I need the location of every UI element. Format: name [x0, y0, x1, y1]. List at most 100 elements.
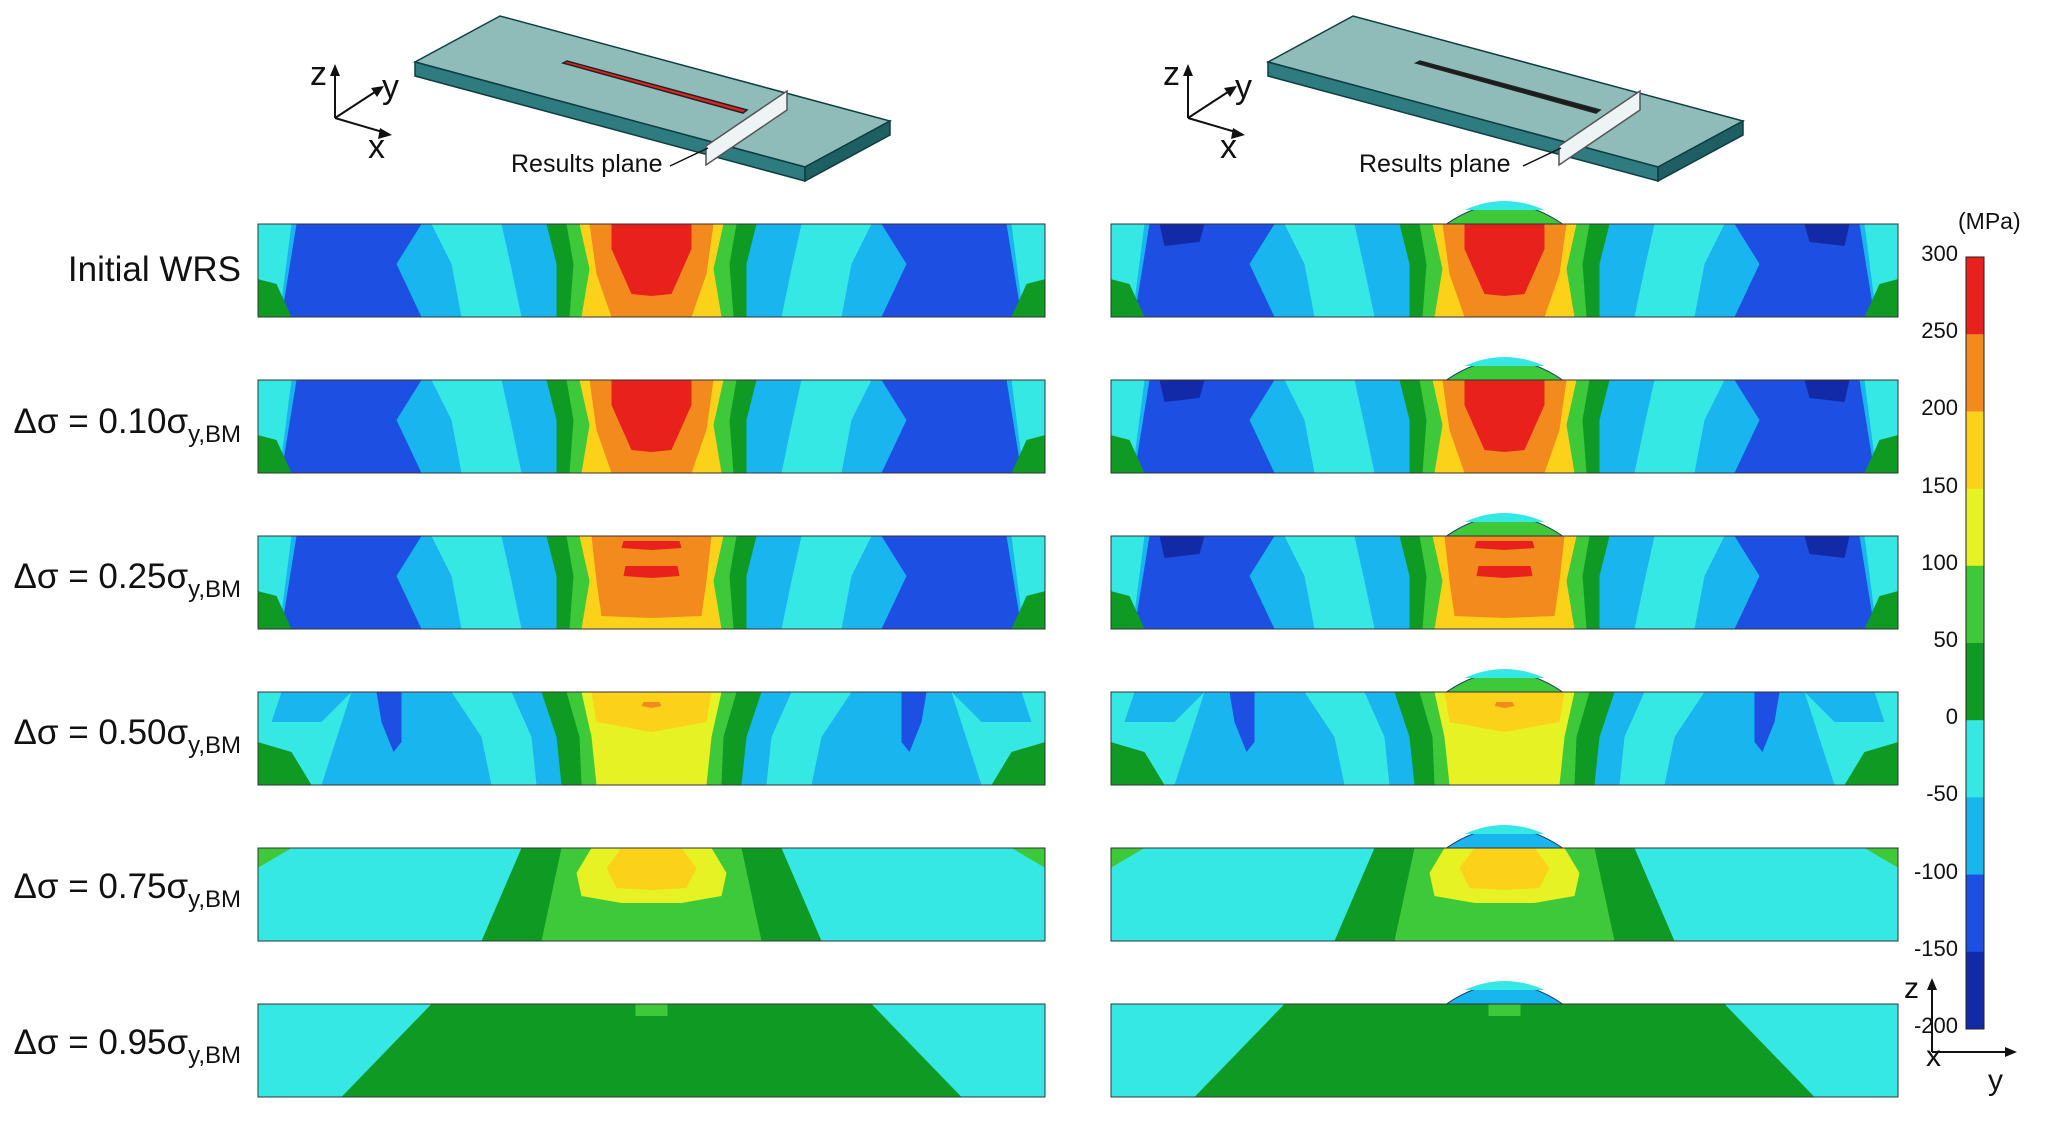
results-plane-leader	[669, 147, 709, 167]
side-cyan-left	[1111, 848, 1305, 941]
core-g	[1488, 1004, 1521, 1016]
axis-x-line	[334, 117, 387, 134]
right-axis-z-label: z	[1163, 55, 1180, 93]
edge-green-right	[1011, 435, 1045, 473]
row-label-0-25: Δσ = 0.25σy,BM	[13, 557, 241, 603]
core-orange	[1494, 702, 1515, 708]
left-axis-x-label: x	[368, 128, 385, 166]
band-dg	[511, 1004, 792, 1097]
core-red	[611, 380, 692, 452]
colorbar-tick-label: 200	[1921, 395, 1958, 421]
side-cyan-right	[871, 1004, 1045, 1097]
weld-cap-inner	[1464, 201, 1545, 210]
side-blue-right	[1734, 536, 1875, 629]
weld-cap-inner	[1464, 981, 1545, 990]
side-blue-right	[1734, 224, 1875, 317]
edge-green-left	[1111, 591, 1145, 629]
side-blue-left	[1229, 692, 1255, 752]
edge-green-left	[258, 279, 292, 317]
side-cyan-left	[258, 848, 452, 941]
side-blue-left	[281, 536, 422, 629]
corner-axis-y-label: y	[1988, 1064, 2003, 1097]
corner-z-arrow	[1927, 978, 1937, 990]
colorbar-segment	[1966, 643, 1984, 721]
side-blue-right	[1754, 692, 1780, 752]
plate-side-face	[804, 119, 891, 183]
colorbar-frame	[1965, 256, 1985, 1030]
edge-green-left	[1111, 742, 1165, 785]
contour-panel-c0-r2	[258, 536, 1045, 629]
side-cyan-left	[1111, 1004, 1285, 1097]
corner-axis-z-label: z	[1904, 972, 1919, 1005]
axis-x-arrow	[1231, 128, 1245, 139]
core-red-2	[623, 566, 680, 578]
results-plane	[1558, 89, 1641, 167]
axis-x-line	[1187, 117, 1240, 134]
colorbar-unit-label: (MPa)	[1958, 208, 2021, 234]
side-blue-left	[376, 692, 402, 752]
axis-y-line	[334, 89, 379, 119]
side-blue-left	[1134, 224, 1275, 317]
panel-frame	[1110, 691, 1899, 786]
side-blue-right	[881, 380, 1022, 473]
colorbar-segment	[1966, 488, 1984, 567]
colorbar-tick-label: 50	[1933, 627, 1958, 652]
weld-cap-inner	[1464, 669, 1545, 678]
weld-bead	[560, 60, 749, 114]
colorbar-tick-label: -100	[1913, 858, 1958, 884]
edge-green-left	[1111, 435, 1145, 473]
left-schematic	[330, 15, 893, 183]
band-y	[591, 692, 712, 732]
axis-y-arrow	[371, 86, 384, 97]
side-navy-right	[1804, 536, 1850, 558]
axis-y-line	[1187, 89, 1232, 119]
core-y	[606, 848, 697, 890]
side-cyan-right	[1704, 848, 1898, 941]
axis-z-arrow	[1183, 64, 1193, 76]
edge-green-left	[258, 435, 292, 473]
colorbar-tick-label: -200	[1913, 1013, 1958, 1038]
edge-green-right	[1844, 742, 1898, 785]
weld-bead	[1413, 60, 1602, 114]
side-blue-left	[281, 380, 422, 473]
corner-green-right	[1864, 848, 1898, 868]
left-axis-y-label: y	[382, 68, 399, 106]
colorbar-segment	[1966, 720, 1984, 798]
core-red	[1464, 224, 1545, 296]
corner-axis-x-label: x	[1926, 1040, 1941, 1073]
colorbar-segment	[1966, 257, 1984, 335]
panel-frame	[257, 847, 1046, 942]
corner-green-left	[258, 848, 292, 868]
side-blue-left	[1134, 380, 1275, 473]
edge-green-left	[1111, 279, 1145, 317]
colorbar-tick-label: -50	[1926, 781, 1958, 807]
side-cyan-right	[851, 848, 1045, 941]
right-axis-y-label: y	[1235, 68, 1252, 106]
side-lb-right	[951, 692, 1032, 722]
side-navy-right	[1804, 380, 1850, 402]
colorbar-segment	[1966, 411, 1984, 490]
side-lb-left	[1124, 692, 1205, 722]
colorbar-segment	[1966, 951, 1984, 1030]
axis-y-arrow	[1224, 86, 1237, 97]
edge-green-left	[258, 591, 292, 629]
row-label-0-50: Δσ = 0.50σy,BM	[13, 713, 241, 759]
panel-frame	[257, 379, 1046, 474]
colorbar-tick-label: 0	[1945, 704, 1958, 730]
edge-green-right	[1011, 591, 1045, 629]
contour-panel-c0-r3	[258, 692, 1045, 785]
colorbar-segment	[1966, 334, 1984, 412]
core-red-1	[621, 541, 682, 550]
core-orange	[641, 702, 662, 708]
core-g	[635, 1004, 668, 1016]
panel-frame	[1110, 1003, 1899, 1098]
contour-panel-c1-r1	[1111, 380, 1898, 473]
side-navy-left	[1159, 536, 1205, 558]
edge-green-right	[991, 742, 1045, 785]
edge-green-right	[1864, 279, 1898, 317]
axis-x-arrow	[378, 128, 392, 139]
plate-side-face	[1657, 119, 1744, 183]
row-label-0-95: Δσ = 0.95σy,BM	[13, 1023, 241, 1069]
